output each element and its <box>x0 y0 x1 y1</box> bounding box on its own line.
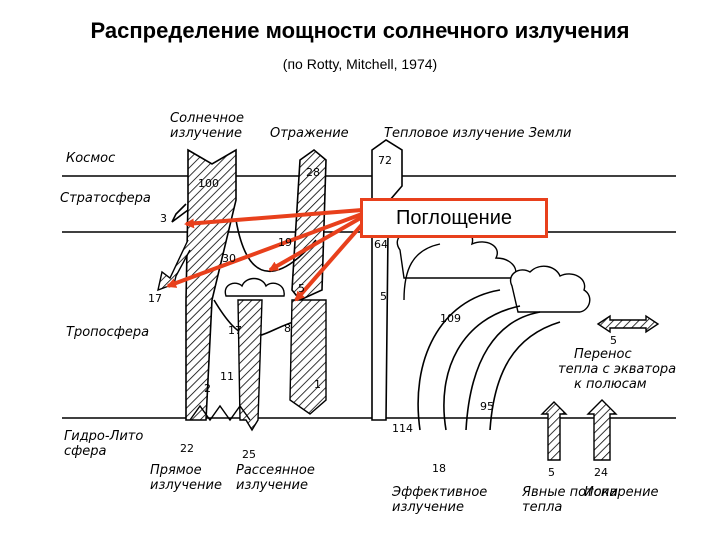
value-direct: 22 <box>180 442 194 455</box>
value-reflected: 28 <box>306 166 320 179</box>
arc-109 <box>417 289 501 431</box>
page-title: Распределение мощности солнечного излуче… <box>90 18 630 43</box>
value-trop-abs: 17 <box>148 292 162 305</box>
sensible-heat-arrow <box>540 401 568 461</box>
value-sensible: 5 <box>548 466 555 479</box>
value-17: 17 <box>228 324 242 337</box>
value-thermal-out: 72 <box>378 154 392 167</box>
header-reflection: Отражение <box>270 126 349 141</box>
value-2: 2 <box>204 382 211 395</box>
value-109: 109 <box>440 312 461 325</box>
value-solar-in: 100 <box>198 177 219 190</box>
value-diffuse: 25 <box>242 448 256 461</box>
value-114: 114 <box>392 422 413 435</box>
right-descending-column <box>289 299 327 415</box>
layer-space: Космос <box>66 151 115 166</box>
value-1: 1 <box>314 378 321 391</box>
callout-arrow-trop <box>166 212 363 288</box>
value-95: 95 <box>480 400 494 413</box>
lower-cloud <box>509 265 591 313</box>
value-evaporation: 24 <box>594 466 608 479</box>
callout-arrow-inner <box>268 214 365 272</box>
value-transfer: 5 <box>610 334 617 347</box>
reflection-arrow <box>291 148 327 301</box>
value-30: 30 <box>222 252 236 265</box>
value-8: 8 <box>284 322 291 335</box>
callout-arrow-strat <box>184 208 363 229</box>
absorption-callout: Поглощение <box>360 198 548 238</box>
layer-troposphere: Тропосфера <box>66 325 149 340</box>
thermal-outgoing-arrow <box>371 139 403 421</box>
value-strat-abs: 3 <box>160 212 167 225</box>
arc-95-b <box>489 321 561 431</box>
transfer-double-arrow <box>596 314 660 334</box>
value-64: 64 <box>374 238 388 251</box>
value-5a: 5 <box>298 282 305 295</box>
layer-stratosphere: Стратосфера <box>60 191 151 206</box>
evaporation-arrow <box>586 399 618 461</box>
cloud-shape <box>224 277 285 297</box>
value-5b: 5 <box>380 290 387 303</box>
callout-arrow-cloud <box>294 218 368 302</box>
arc-upper-left <box>403 243 441 301</box>
value-19: 19 <box>278 236 292 249</box>
ground-zigzag <box>189 404 251 422</box>
strat-absorption-arrow <box>171 203 189 223</box>
label-evaporation: Испарение <box>584 485 659 500</box>
value-11: 11 <box>220 370 234 383</box>
page-subtitle: (по Rotty, Mitchell, 1974) <box>282 56 438 72</box>
diffuse-arrow <box>237 299 263 432</box>
trop-absorption-arrow <box>157 239 191 292</box>
value-effective: 18 <box>432 462 446 475</box>
arc-109-b <box>443 305 521 431</box>
header-thermal: Тепловое излучение Земли <box>384 126 571 141</box>
arc-95 <box>465 311 541 431</box>
